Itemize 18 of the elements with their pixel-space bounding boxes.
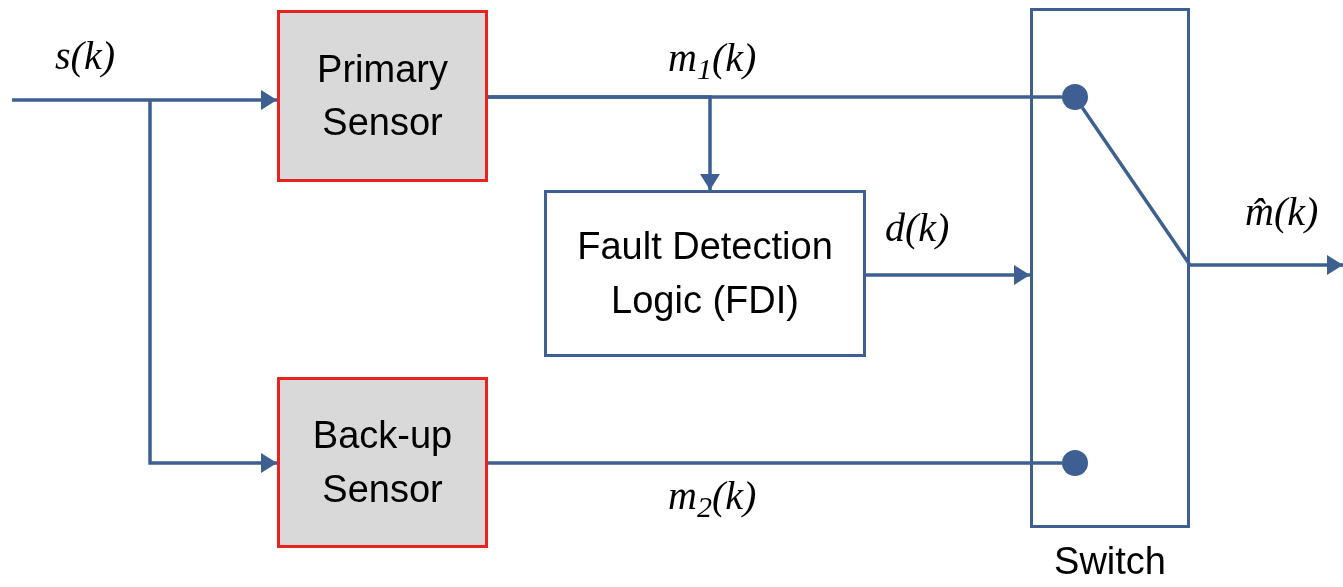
connector-arrow [488,95,720,190]
process-box [277,10,488,182]
edge-label: s(k) [55,36,115,76]
process-box [544,190,866,357]
edge-label: d(k) [885,208,950,248]
node-caption: Switch [1053,542,1167,580]
node-label: Back-up Sensor [311,413,454,512]
connector-arrow [866,265,1030,285]
connector-arrow [1080,106,1343,275]
connector-arrow [12,90,277,110]
node-label: Primary Sensor [316,46,449,145]
node-label: Fault Detection Logic (FDI) [576,224,834,323]
switch-box [1030,8,1190,528]
connector-arrow [148,100,277,473]
edge-label: m̂(k) [1245,192,1319,232]
edge-label: m$_{2}$(k) [668,476,757,516]
edge-label: m$_{1}$(k) [668,38,757,78]
process-box [277,377,488,548]
